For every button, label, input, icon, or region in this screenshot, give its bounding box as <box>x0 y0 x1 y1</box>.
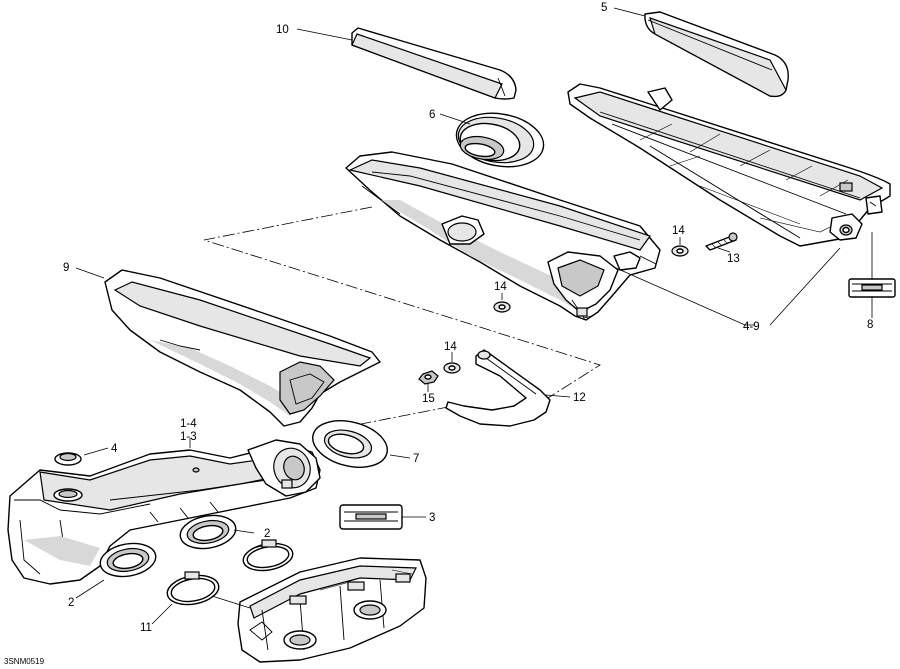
callout-14-mid: 14 <box>494 281 507 293</box>
callout-3: 3 <box>429 512 435 524</box>
part-4-grommet <box>54 452 82 466</box>
part-9-cover <box>104 269 381 427</box>
callout-1-3: 1-3 <box>180 431 197 443</box>
drawing-reference: 3SNM0519 <box>4 657 45 666</box>
part-12-bracket <box>445 349 551 427</box>
callout-14-lower: 14 <box>444 341 457 353</box>
hose-clamps <box>166 539 294 606</box>
part-3-clip <box>339 504 403 530</box>
part-8-clip <box>848 278 896 298</box>
intake-upper-housing <box>345 151 661 321</box>
callout-7: 7 <box>413 453 419 465</box>
callout-10: 10 <box>276 24 289 36</box>
small-hardware <box>418 232 738 385</box>
callout-13: 13 <box>727 253 740 265</box>
callout-6: 6 <box>429 109 435 121</box>
part-10-foam-strip <box>351 27 517 100</box>
callout-5: 5 <box>601 2 607 14</box>
callout-1-4: 1-4 <box>180 418 197 430</box>
part-6-grommet <box>455 112 545 168</box>
leader-lines <box>75 7 873 625</box>
callout-12: 12 <box>573 392 586 404</box>
part-7-gasket <box>312 420 388 468</box>
callout-4: 4 <box>111 443 118 455</box>
callout-2-left: 2 <box>68 597 74 609</box>
intake-lower-housing <box>7 439 321 585</box>
callout-15: 15 <box>422 393 435 405</box>
part-4-9-cover <box>567 83 891 247</box>
housing-outlets <box>99 514 237 578</box>
callout-2-right: 2 <box>264 528 270 540</box>
callout-8: 8 <box>867 319 873 331</box>
callout-11: 11 <box>140 622 152 634</box>
callout-labels: 5 10 6 14 13 9 14 4-9 8 14 15 12 1-4 1-3… <box>4 2 873 666</box>
callout-4-9: 4-9 <box>743 321 760 333</box>
engine-throttle-assembly <box>237 557 427 663</box>
callout-9: 9 <box>63 262 69 274</box>
callout-14-upper: 14 <box>672 225 685 237</box>
part-5-foam-strip <box>644 11 789 98</box>
